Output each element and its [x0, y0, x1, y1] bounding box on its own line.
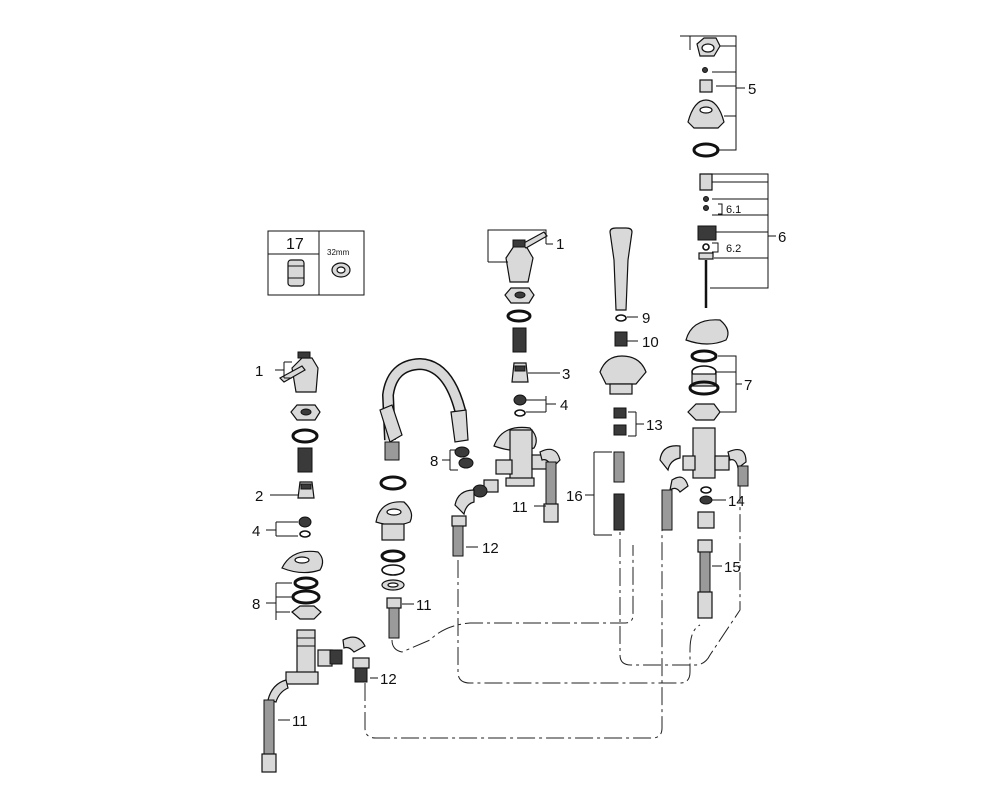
- label-6: 6: [778, 229, 786, 246]
- center-valve-assembly: [451, 231, 561, 557]
- label-3: 3: [562, 366, 570, 383]
- label-1-left: 1: [255, 363, 263, 380]
- right-diverter-assembly: [659, 37, 749, 619]
- leader-lines: [266, 35, 776, 721]
- label-12-bottom: 12: [380, 671, 397, 688]
- label-15: 15: [724, 559, 741, 576]
- label-32mm: 32mm: [327, 248, 350, 257]
- label-7: 7: [744, 377, 752, 394]
- label-2: 2: [255, 488, 263, 505]
- part-17-box: 17 32mm: [267, 230, 365, 296]
- label-4-center: 4: [560, 397, 568, 414]
- hand-shower-icon: [609, 227, 633, 311]
- label-1-center: 1: [556, 236, 564, 253]
- label-11-center: 11: [512, 499, 528, 516]
- label-8-left: 8: [252, 596, 260, 613]
- hose-routing-lines: [364, 462, 741, 739]
- label-16: 16: [566, 488, 583, 505]
- label-13: 13: [646, 417, 663, 434]
- label-11-bottom: 11: [292, 713, 308, 730]
- handle-center-icon: [505, 245, 534, 283]
- cartridge-wrench-icon: [287, 259, 305, 287]
- label-4-left: 4: [252, 523, 260, 540]
- spout-assembly: [375, 357, 474, 639]
- label-11-spout: 11: [416, 597, 432, 614]
- left-valve-assembly: [261, 351, 370, 773]
- label-9: 9: [642, 310, 650, 327]
- pull-down-spray-icon: [450, 409, 469, 443]
- hand-shower-assembly: [599, 227, 647, 531]
- label-6-2: 6.2: [726, 243, 741, 255]
- label-5: 5: [748, 81, 756, 98]
- label-10: 10: [642, 334, 659, 351]
- part-labels: 1 2 4 8 11 12 11 8 12 11 1 3 4 9 10 13 1…: [252, 81, 786, 730]
- label-6-1: 6.1: [726, 204, 741, 216]
- label-8-spout: 8: [430, 453, 438, 470]
- label-17: 17: [286, 236, 304, 253]
- label-12-center: 12: [482, 540, 499, 557]
- label-14: 14: [728, 493, 745, 510]
